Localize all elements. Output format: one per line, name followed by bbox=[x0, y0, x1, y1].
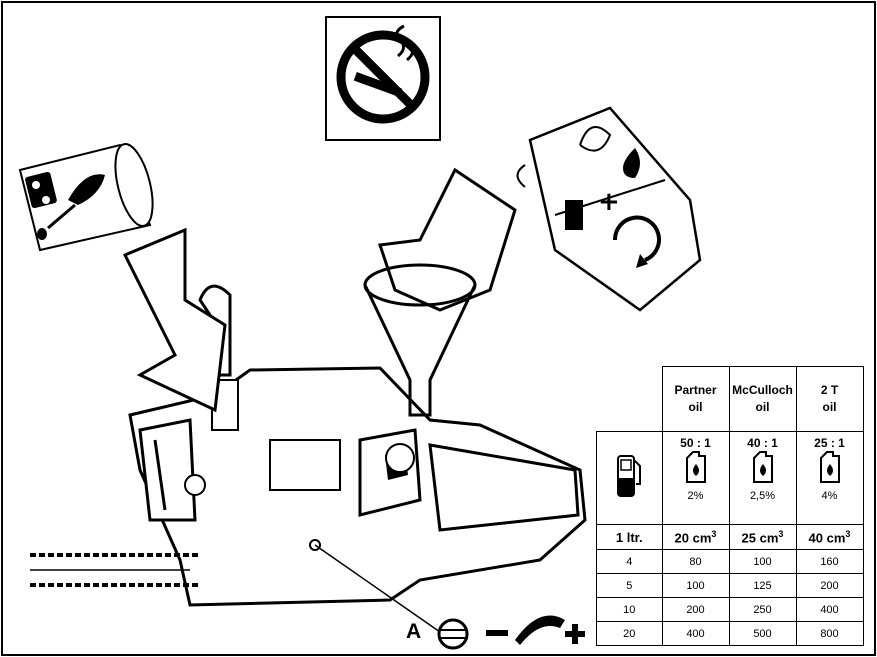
table-cell: 800 bbox=[795, 621, 864, 646]
no-smoking-icon bbox=[325, 16, 441, 141]
oil-can-icon bbox=[18, 143, 154, 252]
fuel-canister-icon: + bbox=[516, 106, 702, 312]
volume-cell-mcculloch: 25 cm3 bbox=[728, 524, 797, 550]
volume-cell-2t: 40 cm3 bbox=[795, 524, 864, 550]
table-cell: 160 bbox=[795, 549, 864, 574]
oil-bottle-icon bbox=[819, 451, 840, 483]
funnel-icon bbox=[363, 263, 477, 417]
table-row: 10 200 250 400 bbox=[596, 597, 864, 622]
arrow-icon bbox=[377, 167, 517, 312]
volume-cell-partner: 20 cm3 bbox=[661, 524, 730, 550]
oil-bottle-icon bbox=[752, 451, 773, 483]
table-row: 20 400 500 800 bbox=[596, 621, 864, 646]
fuel-pump-cell bbox=[596, 431, 663, 525]
table-cell: 5 bbox=[596, 573, 663, 598]
table-row: 5 100 125 200 bbox=[596, 573, 864, 598]
table-cell: 20 bbox=[596, 621, 663, 646]
table-cell: 400 bbox=[795, 597, 864, 622]
ratio-cell-partner: 50 : 1 2% bbox=[661, 431, 730, 525]
table-cell: 10 bbox=[596, 597, 663, 622]
table-cell: 200 bbox=[661, 597, 730, 622]
table-cell: 80 bbox=[661, 549, 730, 574]
table-row: 4 80 100 160 bbox=[596, 549, 864, 574]
table-corner bbox=[596, 366, 663, 432]
ratio-row: 50 : 1 2% 40 : 1 2,5% 25 : 1 bbox=[596, 431, 864, 525]
table-cell: 100 bbox=[728, 549, 797, 574]
ratio-cell-mcculloch: 40 : 1 2,5% bbox=[728, 431, 797, 525]
unit-row: 1 ltr. 20 cm3 25 cm3 40 cm3 bbox=[596, 524, 864, 550]
svg-text:+: + bbox=[598, 187, 620, 217]
table-cell: 125 bbox=[728, 573, 797, 598]
table-cell: 250 bbox=[728, 597, 797, 622]
arrow-icon bbox=[122, 227, 227, 413]
carburetor-label: A bbox=[406, 620, 422, 643]
chainsaw-icon bbox=[30, 284, 587, 633]
table-cell: 200 bbox=[795, 573, 864, 598]
unit-label: 1 ltr. bbox=[596, 524, 663, 550]
fuel-pump-icon bbox=[617, 455, 642, 497]
table-cell: 500 bbox=[728, 621, 797, 646]
table-cell: 4 bbox=[596, 549, 663, 574]
oil-bottle-icon bbox=[685, 451, 706, 483]
table-cell: 400 bbox=[661, 621, 730, 646]
ratio-cell-2t: 25 : 1 4% bbox=[795, 431, 864, 525]
table-cell: 100 bbox=[661, 573, 730, 598]
carburetor-adjust-icon bbox=[437, 615, 585, 650]
